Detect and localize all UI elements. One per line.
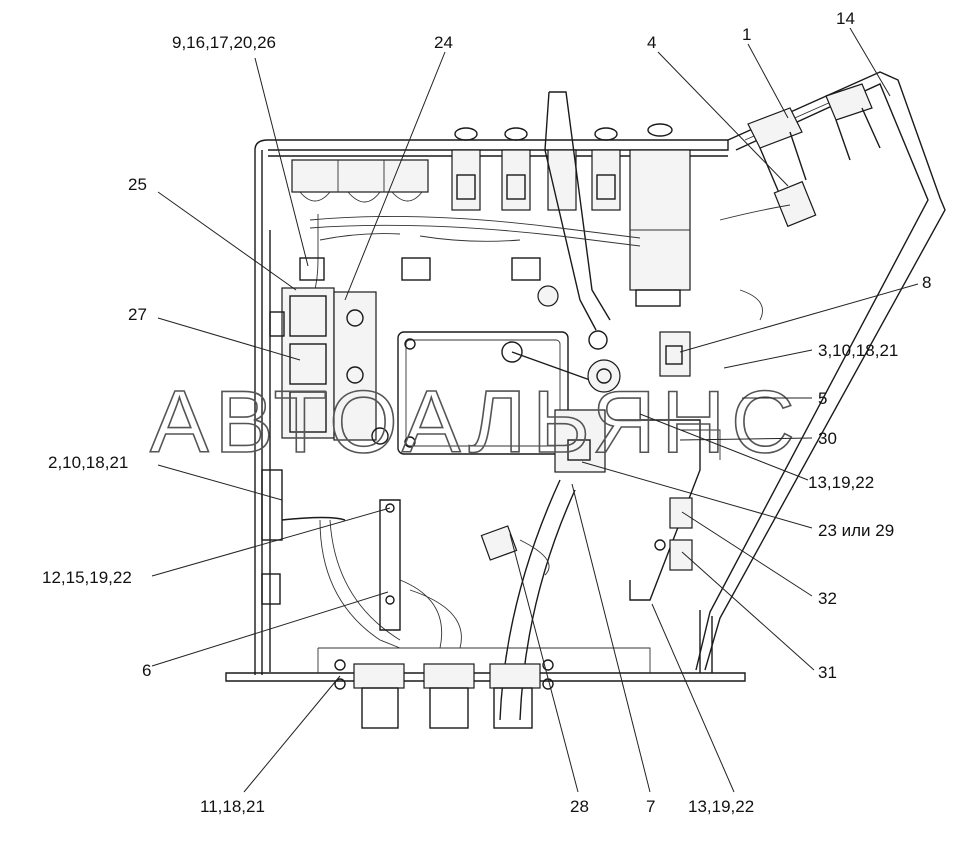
callout-13-19-22-bottom: 13,19,22 <box>688 797 754 816</box>
wiring-harness-top <box>299 214 641 321</box>
callout-1: 1 <box>742 25 751 44</box>
callout-3-10-18-21: 3,10,18,21 <box>818 341 898 360</box>
callout-31: 31 <box>818 663 837 682</box>
callout-24: 24 <box>434 33 453 52</box>
brackets <box>299 257 541 281</box>
callout-11-18-21: 11,18,21 <box>200 797 265 816</box>
cover-connectors <box>719 83 881 321</box>
wiring-harness-lower <box>261 469 462 649</box>
callout-6: 6 <box>142 661 151 680</box>
callout-32: 32 <box>818 589 837 608</box>
callout-23-or-29: 23 или 29 <box>818 521 894 540</box>
enclosure <box>225 71 946 682</box>
callout-28: 28 <box>570 797 589 816</box>
callout-5: 5 <box>818 389 827 408</box>
callout-4: 4 <box>647 33 656 52</box>
callout-13-19-22-right: 13,19,22 <box>808 473 874 492</box>
control-unit <box>371 331 569 455</box>
callout-14: 14 <box>836 9 855 28</box>
leader-lines <box>151 27 919 793</box>
switch-plate <box>615 419 721 601</box>
callout-27: 27 <box>128 305 147 324</box>
callout-8: 8 <box>922 273 931 292</box>
top-connectors <box>451 123 691 307</box>
lever-mechanism <box>501 285 691 473</box>
callout-7: 7 <box>646 797 655 816</box>
callout-9-16-17-20-26: 9,16,17,20,26 <box>172 33 276 52</box>
bottom-connectors <box>334 659 554 729</box>
relay-assembly-left <box>269 287 377 441</box>
callout-30: 30 <box>818 429 837 448</box>
watermark-text: АВТОАЛЬЯНС <box>150 372 801 471</box>
callout-labels: 9,16,17,20,26 24 4 1 14 25 8 27 3,10,18,… <box>42 9 931 816</box>
cable-with-ties <box>480 479 576 721</box>
hose <box>544 91 611 331</box>
callout-2-10-18-21: 2,10,18,21 <box>48 453 128 472</box>
callout-12-15-19-22: 12,15,19,22 <box>42 568 132 587</box>
callout-25: 25 <box>128 175 147 194</box>
top-relay-block <box>291 159 429 203</box>
